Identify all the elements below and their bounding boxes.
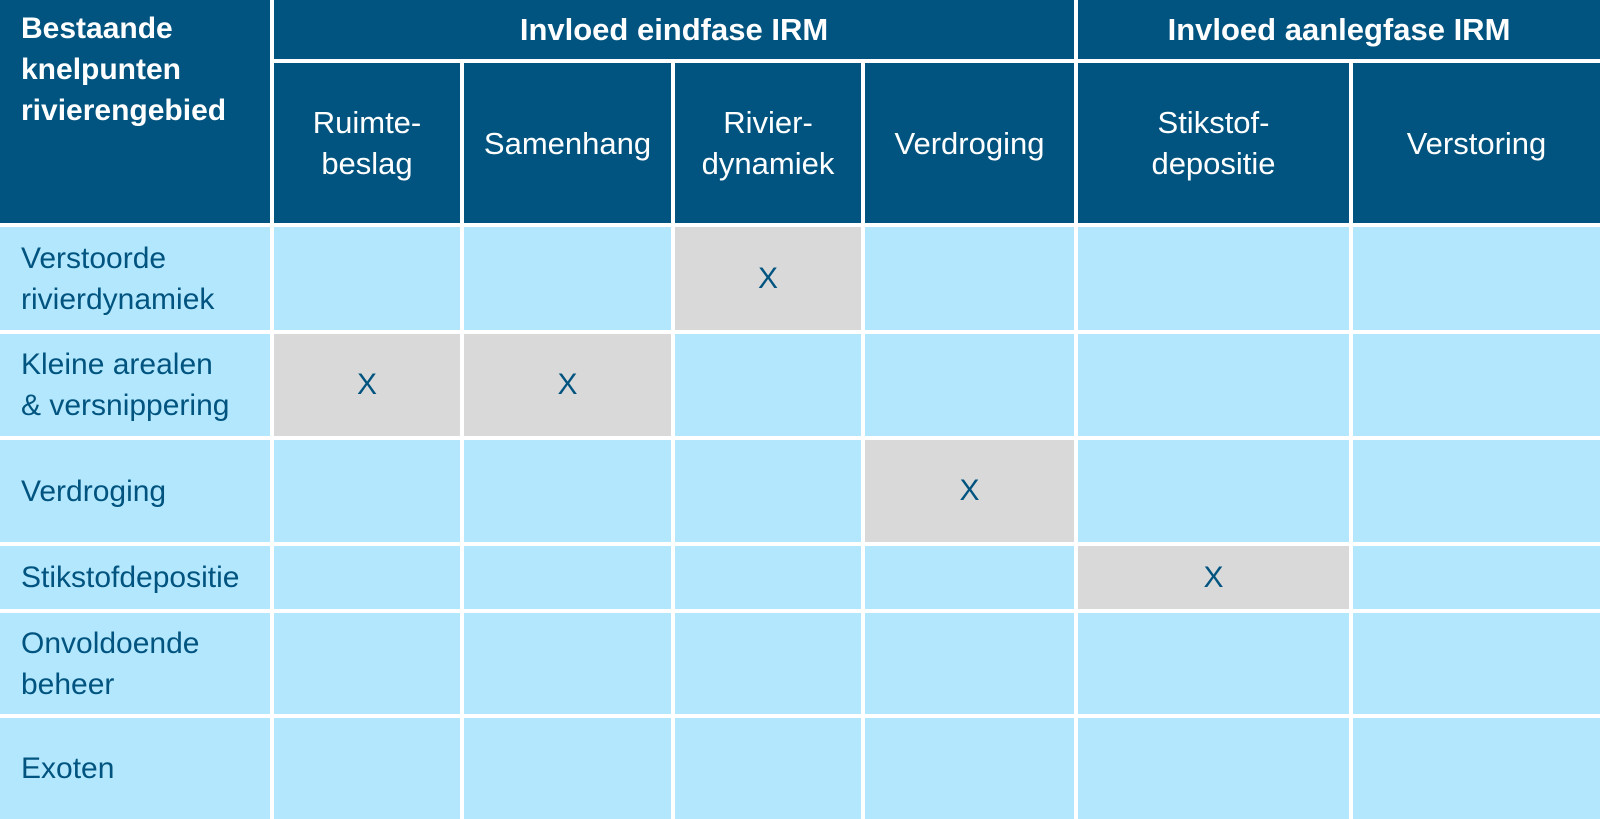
row-label: Onvoldoende beheer [0, 613, 270, 714]
row-label: Exoten [0, 718, 270, 819]
table-cell [1078, 334, 1349, 436]
table-cell [464, 718, 671, 819]
table-cell [865, 334, 1074, 436]
group-header-aanlegfase: Invloed aanlegfase IRM [1078, 0, 1600, 59]
column-header-rivierdynamiek: Rivier- dynamiek [675, 63, 861, 223]
table-cell [1078, 613, 1349, 714]
table-cell [1078, 440, 1349, 542]
column-header-verdroging: Verdroging [865, 63, 1074, 223]
table-cell [675, 546, 861, 609]
table-cell [675, 334, 861, 436]
table-cell [1078, 718, 1349, 819]
table-cell [274, 718, 460, 819]
table-cell [274, 227, 460, 330]
marked-cell: X [865, 440, 1074, 542]
column-header-verstoring: Verstoring [1353, 63, 1600, 223]
table-cell [274, 440, 460, 542]
table-cell [675, 440, 861, 542]
table-cell [865, 718, 1074, 819]
table-cell [865, 546, 1074, 609]
table-cell [274, 546, 460, 609]
table-cell [1353, 613, 1600, 714]
column-header-ruimtebeslag: Ruimte- beslag [274, 63, 460, 223]
row-label: Kleine arealen & versnippering [0, 334, 270, 436]
table-cell [1353, 718, 1600, 819]
row-label: Verdroging [0, 440, 270, 542]
table-cell [1078, 227, 1349, 330]
table-cell [464, 546, 671, 609]
table-cell [1353, 546, 1600, 609]
marked-cell: X [675, 227, 861, 330]
row-label: Stikstofdepositie [0, 546, 270, 609]
table-cell [865, 613, 1074, 714]
marked-cell: X [464, 334, 671, 436]
table-cell [1353, 227, 1600, 330]
table-cell [464, 440, 671, 542]
table-cell [1353, 440, 1600, 542]
table-cell [464, 613, 671, 714]
marked-cell: X [1078, 546, 1349, 609]
table-cell [274, 613, 460, 714]
table-cell [865, 227, 1074, 330]
column-header-stikstofdepositie: Stikstof- depositie [1078, 63, 1349, 223]
table-cell [1353, 334, 1600, 436]
table-cell [675, 613, 861, 714]
group-header-eindfase: Invloed eindfase IRM [274, 0, 1074, 59]
table-cell [675, 718, 861, 819]
marked-cell: X [274, 334, 460, 436]
column-header-samenhang: Samenhang [464, 63, 671, 223]
table-corner-header: Bestaande knelpunten rivierengebied [0, 0, 270, 223]
row-label: Verstoorde rivierdynamiek [0, 227, 270, 330]
table-cell [464, 227, 671, 330]
